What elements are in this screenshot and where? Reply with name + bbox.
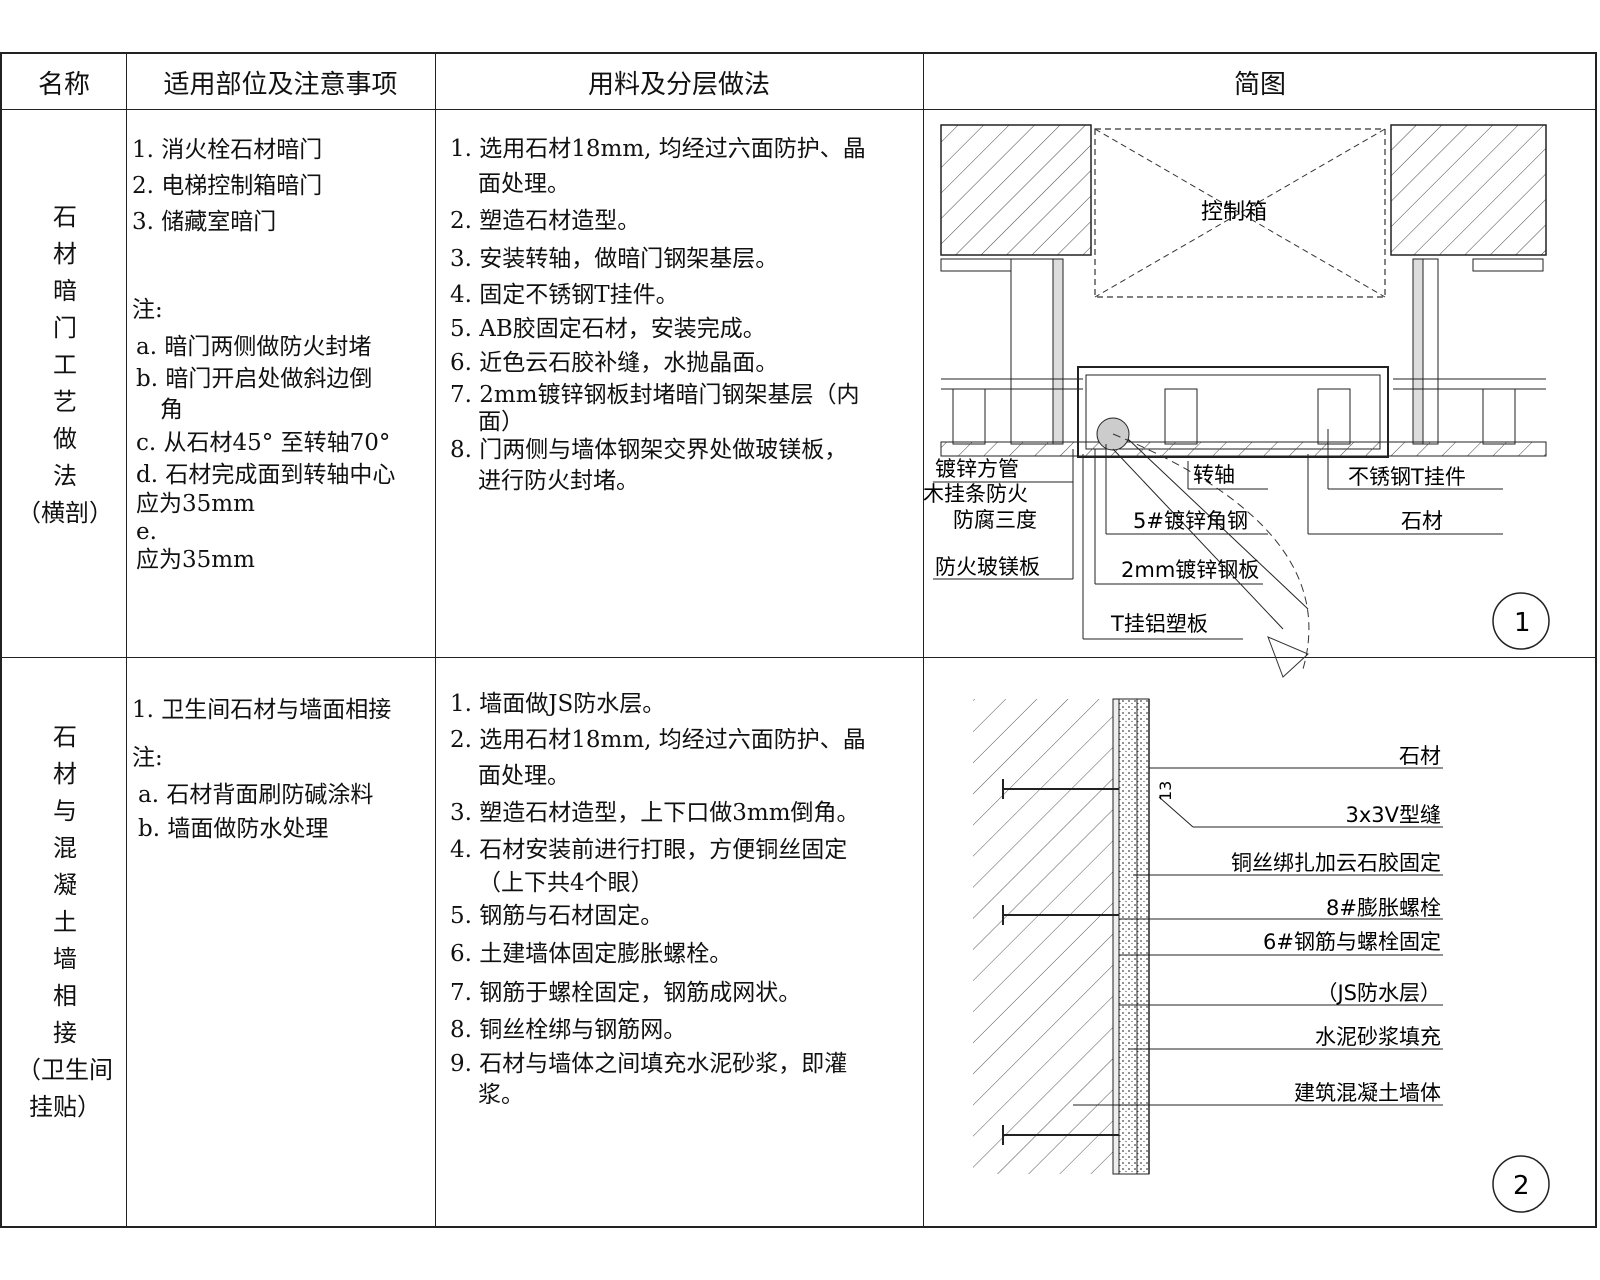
svg-text:8#膨胀螺栓: 8#膨胀螺栓 xyxy=(1326,896,1441,920)
svg-text:2mm镀锌钢板: 2mm镀锌钢板 xyxy=(1121,558,1259,582)
stone-wall-section-diagram: 13 石材 3x3V型缝 铜丝绑扎加云石胶固定 8#膨胀螺栓 6#钢筋与螺栓固定… xyxy=(973,698,1550,1213)
row1-steps: 1. 选用石材18mm, 均经过六面防护、晶 面处理。 2. 塑造石材造型。 3… xyxy=(450,136,866,494)
hidden-door-section-diagram: 控制箱 xyxy=(923,124,1550,678)
svg-text:转轴: 转轴 xyxy=(1193,463,1235,487)
header-method: 用料及分层做法 xyxy=(587,69,770,100)
svg-text:3x3V型缝: 3x3V型缝 xyxy=(1345,803,1441,827)
svg-text:（JS防水层）: （JS防水层） xyxy=(1316,981,1441,1005)
svg-text:建筑混凝土墙体: 建筑混凝土墙体 xyxy=(1294,1081,1441,1105)
concrete-wall-left xyxy=(940,124,1092,256)
header-name: 名称 xyxy=(37,69,90,100)
svg-text:防火玻镁板: 防火玻镁板 xyxy=(935,555,1040,579)
row1-usage: 1. 消火栓石材暗门 2. 电梯控制箱暗门 3. 储藏室暗门 注: a. 暗门两… xyxy=(132,137,396,573)
diagram-number: 2 xyxy=(1513,1171,1530,1201)
door-swing-arc xyxy=(1112,433,1310,670)
row-divider xyxy=(2,109,1595,110)
col-divider xyxy=(126,54,127,1226)
waterproof-layer xyxy=(1112,698,1120,1175)
row2-steps: 1. 墙面做JS防水层。 2. 选用石材18mm, 均经过六面防护、晶 面处理。… xyxy=(450,691,866,1108)
svg-text:T挂铝塑板: T挂铝塑板 xyxy=(1110,612,1208,636)
diagram-number: 1 xyxy=(1514,608,1531,638)
row1-name: 石 材 暗 门 工 艺 做 法 （横剖） xyxy=(17,203,113,527)
construction-spec-table: 名称 适用部位及注意事项 用料及分层做法 简图 石 材 暗 门 工 艺 做 法 … xyxy=(0,52,1597,1228)
row-divider xyxy=(2,657,1595,658)
diagram-number-badge xyxy=(1492,592,1550,650)
svg-text:不锈钢T挂件: 不锈钢T挂件 xyxy=(1348,465,1466,489)
svg-text:镀锌方管: 镀锌方管 xyxy=(935,457,1019,481)
concrete-wall xyxy=(973,699,1113,1174)
concrete-wall-right xyxy=(1390,124,1547,256)
svg-text:木挂条防火: 木挂条防火 xyxy=(923,482,1028,506)
row2-name: 石 材 与 混 凝 土 墙 相 接 （卫生间 挂贴） xyxy=(17,723,113,1121)
control-box-outline xyxy=(1094,128,1386,298)
svg-text:水泥砂浆填充: 水泥砂浆填充 xyxy=(1315,1025,1441,1049)
col-divider xyxy=(923,54,924,1226)
header-diagram: 简图 xyxy=(1233,69,1286,100)
header-usage: 适用部位及注意事项 xyxy=(163,69,398,100)
svg-text:石材: 石材 xyxy=(1399,744,1441,768)
svg-text:6#钢筋与螺栓固定: 6#钢筋与螺栓固定 xyxy=(1263,930,1441,954)
stone-panel xyxy=(1136,698,1150,1175)
stone-layer xyxy=(940,441,1547,457)
row2-usage: 1. 卫生间石材与墙面相接 注: a. 石材背面刷防碱涂料 b. 墙面做防水处理 xyxy=(132,697,392,842)
diagram-number-badge xyxy=(1492,1155,1550,1213)
svg-text:5#镀锌角钢: 5#镀锌角钢 xyxy=(1133,509,1248,533)
col-divider xyxy=(435,54,436,1226)
control-box-label: 控制箱 xyxy=(1201,200,1267,225)
svg-text:石材: 石材 xyxy=(1401,509,1443,533)
dimension-label: 13 xyxy=(1156,781,1175,801)
mortar-fill xyxy=(1118,698,1138,1175)
svg-text:防腐三度: 防腐三度 xyxy=(953,508,1037,532)
svg-text:铜丝绑扎加云石胶固定: 铜丝绑扎加云石胶固定 xyxy=(1231,851,1441,875)
